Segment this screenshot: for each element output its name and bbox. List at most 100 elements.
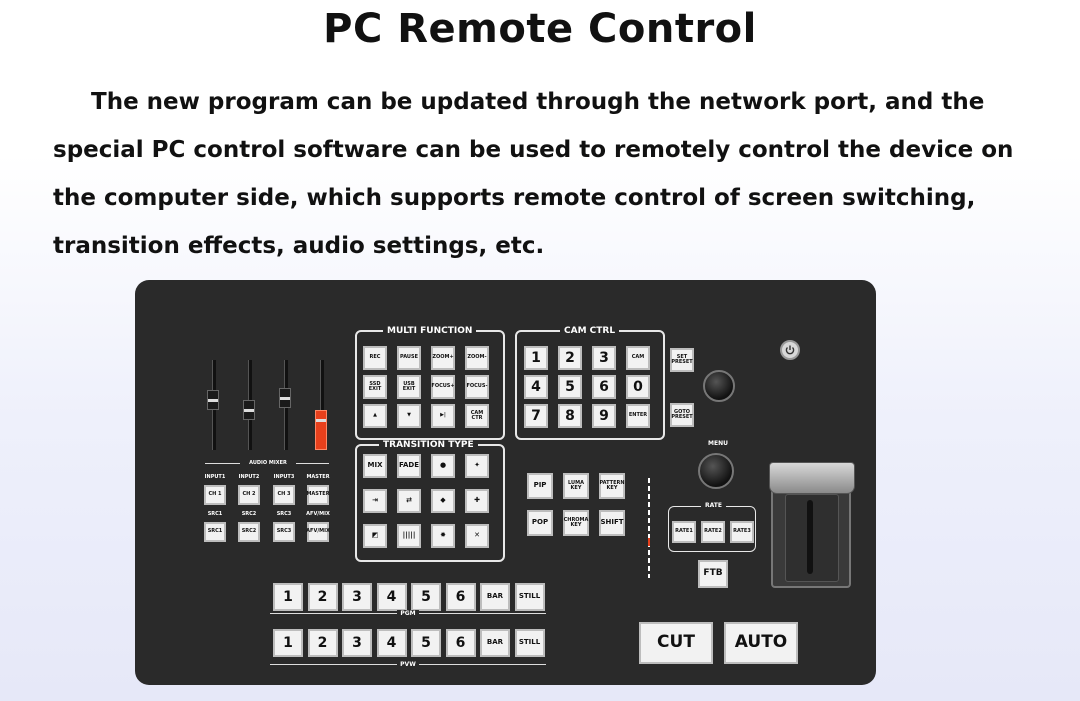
input-label: INPUT2	[238, 474, 260, 480]
keyer-key-0[interactable]: PIP	[527, 473, 553, 499]
description-line: special PC control software can be used …	[53, 137, 1014, 163]
cam-ctrl-key-6[interactable]: 6	[592, 375, 616, 399]
fader-master[interactable]	[315, 410, 327, 450]
set-preset-button[interactable]: SET PRESET	[670, 348, 694, 372]
pgm-key-2[interactable]: 3	[342, 583, 372, 611]
multi-function-key-3[interactable]: ZOOM-	[465, 346, 489, 370]
pvw-key-3[interactable]: 4	[376, 629, 407, 657]
pgm-key-0[interactable]: 1	[273, 583, 303, 611]
pvw-key-5[interactable]: 6	[445, 629, 476, 657]
pgm-key-4[interactable]: 5	[411, 583, 441, 611]
src-label: SRC2	[241, 511, 257, 517]
transition-type-label: TRANSITION TYPE	[379, 440, 478, 450]
transition-key-7[interactable]: ✚	[465, 489, 489, 513]
cam-ctrl-key-11[interactable]: ENTER	[626, 404, 650, 428]
page-title: PC Remote Control	[323, 6, 757, 52]
multi-function-key-11[interactable]: CAM CTR	[465, 404, 489, 428]
cam-ctrl-key-3[interactable]: CAM	[626, 346, 650, 370]
src-label: SRC1	[207, 511, 223, 517]
fader-track	[320, 360, 324, 450]
transition-key-3[interactable]: ✦	[465, 454, 489, 478]
transition-key-2[interactable]: ●	[431, 454, 455, 478]
multi-function-key-1[interactable]: PAUSE	[397, 346, 421, 370]
cam-ctrl-key-5[interactable]: 5	[558, 375, 582, 399]
rate3-button[interactable]: RATE3	[730, 521, 754, 543]
multi-function-key-0[interactable]: REC	[363, 346, 387, 370]
multi-function-key-10[interactable]: ▶|	[431, 404, 455, 428]
multi-function-label: MULTI FUNCTION	[383, 326, 477, 336]
ch2-button[interactable]: CH 2	[238, 485, 260, 505]
src2-button[interactable]: SRC2	[238, 522, 260, 542]
description: The new program can be updated through t…	[53, 78, 1043, 270]
pgm-key-7[interactable]: STILL	[514, 583, 545, 611]
t-bar-handle[interactable]	[769, 462, 855, 494]
master-button[interactable]: MASTER	[306, 485, 330, 505]
multi-function-key-9[interactable]: ▼	[397, 404, 421, 428]
keyer-key-3[interactable]: POP	[527, 510, 553, 536]
cam-ctrl-key-8[interactable]: 7	[524, 404, 548, 428]
multi-function-key-4[interactable]: SSD EXIT	[363, 375, 387, 399]
cam-ctrl-key-9[interactable]: 8	[558, 404, 582, 428]
power-icon[interactable]	[780, 340, 800, 360]
pgm-key-5[interactable]: 6	[445, 583, 476, 611]
cam-ctrl-key-10[interactable]: 9	[592, 404, 616, 428]
pgm-key-1[interactable]: 2	[307, 583, 338, 611]
auto-button[interactable]: AUTO	[724, 622, 798, 664]
cut-button[interactable]: CUT	[639, 622, 713, 664]
cam-ctrl-key-2[interactable]: 3	[592, 346, 616, 370]
rate2-button[interactable]: RATE2	[701, 521, 725, 543]
input-label: MASTER	[306, 474, 330, 480]
transition-key-11[interactable]: ✕	[465, 524, 489, 548]
menu-knob[interactable]	[698, 453, 734, 489]
pgm-label: PGM	[397, 610, 419, 617]
cam-knob[interactable]	[703, 370, 735, 402]
transition-led-strip	[648, 478, 650, 578]
multi-function-key-6[interactable]: FOCUS+	[431, 375, 455, 399]
keyer-key-4[interactable]: CHROMA KEY	[563, 510, 589, 536]
cam-ctrl-key-7[interactable]: 0	[626, 375, 650, 399]
keyer-key-1[interactable]: LUMA KEY	[563, 473, 589, 499]
fader-input3[interactable]	[279, 388, 291, 408]
cam-ctrl-key-1[interactable]: 2	[558, 346, 582, 370]
afv-mix-button[interactable]: AFV/MIX	[306, 522, 330, 542]
goto-preset-button[interactable]: GOTO PRESET	[670, 403, 694, 427]
multi-function-key-5[interactable]: USB EXIT	[397, 375, 421, 399]
rate-label: RATE	[701, 502, 726, 509]
transition-key-6[interactable]: ◆	[431, 489, 455, 513]
multi-function-key-2[interactable]: ZOOM+	[431, 346, 455, 370]
keyer-key-2[interactable]: PATTERN KEY	[599, 473, 625, 499]
pvw-key-4[interactable]: 5	[411, 629, 441, 657]
keyer-key-5[interactable]: SHIFT	[599, 510, 625, 536]
pvw-key-2[interactable]: 3	[342, 629, 372, 657]
switcher-panel: AUDIO MIXER INPUT1 INPUT2 INPUT3 MASTER …	[135, 280, 876, 685]
cam-ctrl-key-4[interactable]: 4	[524, 375, 548, 399]
pvw-key-7[interactable]: STILL	[514, 629, 545, 657]
multi-function-key-7[interactable]: FOCUS-	[465, 375, 489, 399]
description-line: the computer side, which supports remote…	[53, 185, 976, 211]
ftb-button[interactable]: FTB	[698, 560, 728, 588]
transition-key-1[interactable]: FADE	[397, 454, 421, 478]
transition-key-5[interactable]: ⇄	[397, 489, 421, 513]
description-line: transition effects, audio settings, etc.	[53, 233, 545, 259]
ch1-button[interactable]: CH 1	[204, 485, 226, 505]
transition-key-4[interactable]: ⇥	[363, 489, 387, 513]
transition-key-0[interactable]: MIX	[363, 454, 387, 478]
transition-key-9[interactable]: |||||	[397, 524, 421, 548]
pgm-key-3[interactable]: 4	[376, 583, 407, 611]
src3-button[interactable]: SRC3	[273, 522, 295, 542]
fader-input1[interactable]	[207, 390, 219, 410]
multi-function-key-8[interactable]: ▲	[363, 404, 387, 428]
rate1-button[interactable]: RATE1	[672, 521, 696, 543]
cam-ctrl-key-0[interactable]: 1	[524, 346, 548, 370]
pvw-key-1[interactable]: 2	[307, 629, 338, 657]
transition-key-10[interactable]: ✸	[431, 524, 455, 548]
pvw-key-6[interactable]: BAR	[480, 629, 510, 657]
transition-key-8[interactable]: ◩	[363, 524, 387, 548]
pvw-label: PVW	[397, 661, 419, 668]
ch3-button[interactable]: CH 3	[273, 485, 295, 505]
pgm-key-6[interactable]: BAR	[480, 583, 510, 611]
src-label: AFV/MIX	[306, 511, 330, 517]
pvw-key-0[interactable]: 1	[273, 629, 303, 657]
src1-button[interactable]: SRC1	[204, 522, 226, 542]
fader-input2[interactable]	[243, 400, 255, 420]
